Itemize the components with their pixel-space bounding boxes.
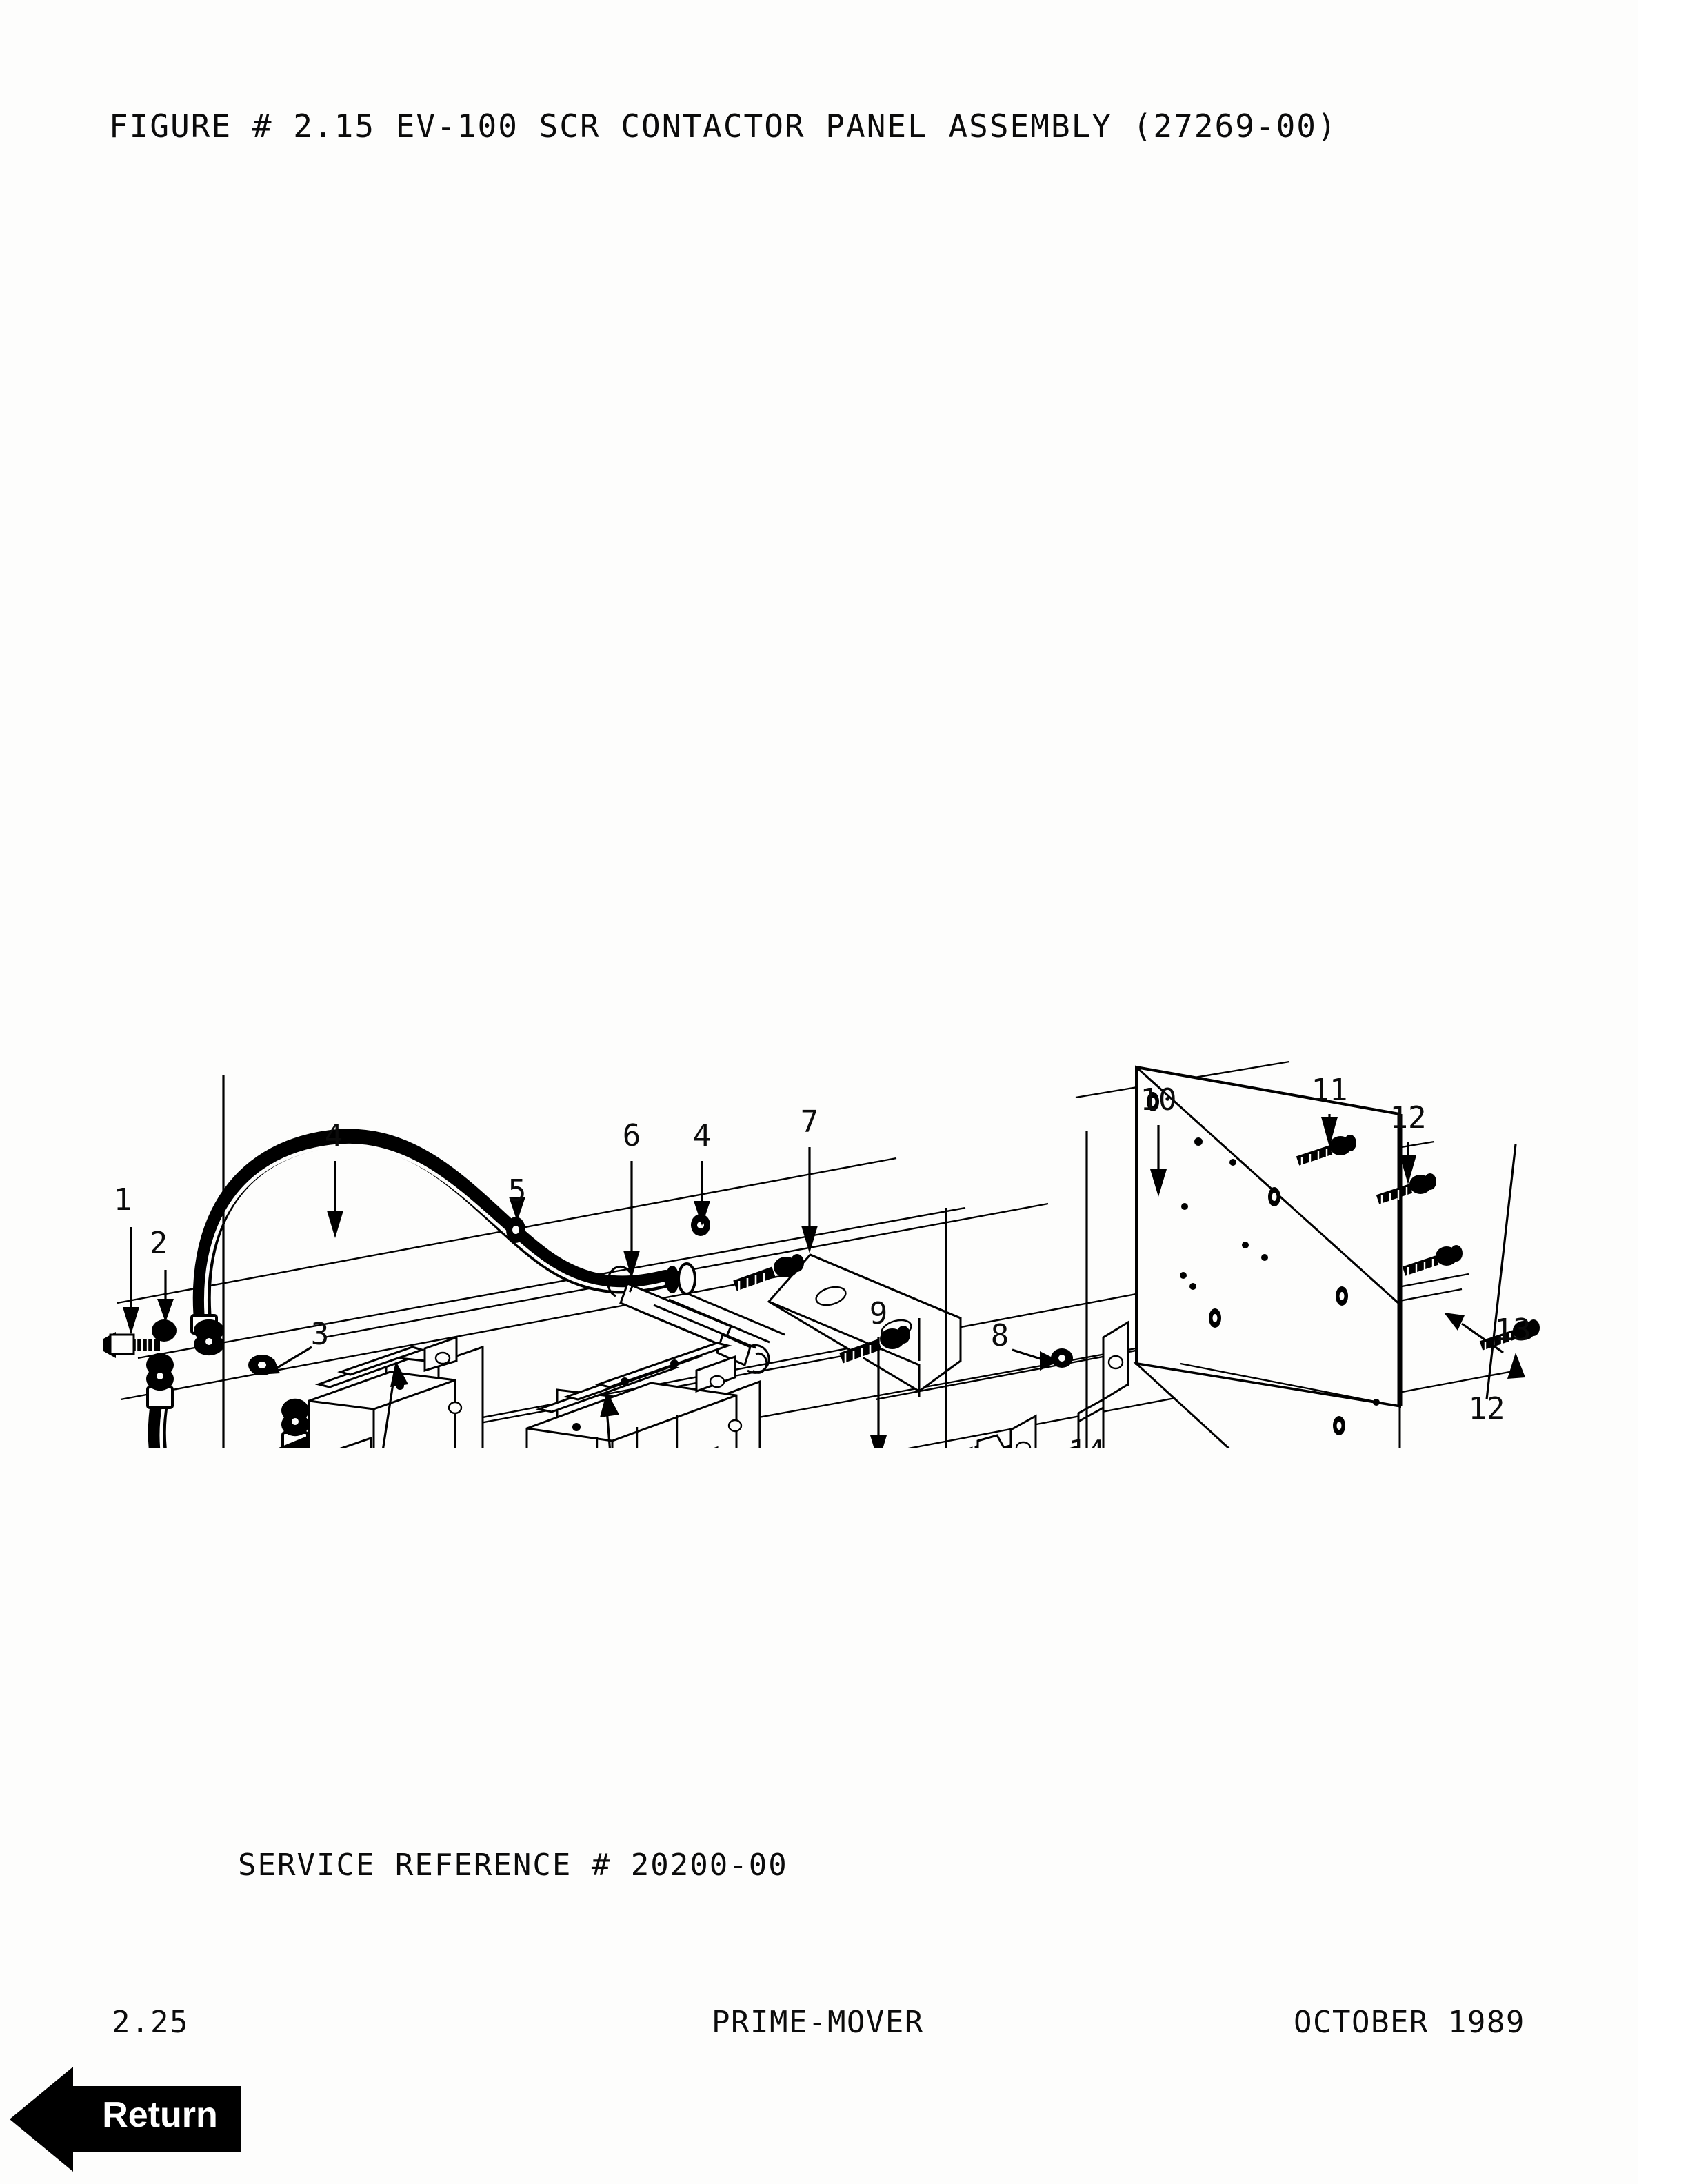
figure-title: FIGURE # 2.15 EV-100 SCR CONTACTOR PANEL… — [109, 108, 1338, 145]
footer-date: OCTOBER 1989 — [1294, 2005, 1525, 2040]
callout-leader-10 — [1150, 1125, 1167, 1197]
part-screw-12-top — [1376, 1173, 1436, 1205]
part-contactor-17 — [279, 1335, 484, 1448]
callout-number: 6 — [623, 1118, 641, 1153]
part-u-bracket-14 — [1009, 1320, 1129, 1448]
part-cable-bottom — [146, 1353, 310, 1448]
callout-leader-5 — [509, 1197, 525, 1222]
callout-leader-14 — [1085, 1131, 1088, 1448]
callout-leader-15 — [945, 1208, 947, 1448]
callout-leader-1-left — [123, 1227, 139, 1335]
left-arrow-icon — [10, 2067, 241, 2172]
part-nut-left — [152, 1320, 177, 1342]
part-screw-13 — [1402, 1245, 1463, 1277]
service-reference: SERVICE REFERENCE # 20200-00 — [238, 1848, 788, 1883]
callout-number: 5 — [508, 1173, 527, 1209]
callout-leader-6 — [623, 1161, 640, 1278]
paper-sheet — [0, 0, 1638, 2184]
callout-number: 7 — [801, 1104, 819, 1140]
callout-leader-2-left — [157, 1270, 174, 1322]
part-contactor-16 — [525, 1342, 761, 1448]
callout-leader-9 — [870, 1337, 887, 1448]
part-resistor-6 — [606, 1265, 785, 1374]
part-cable-top — [190, 1129, 696, 1356]
callout-number: 12 — [1390, 1100, 1427, 1135]
callout-leader-13 — [1444, 1313, 1504, 1354]
callout-number: 8 — [991, 1318, 1009, 1353]
part-bracket-bar-7 — [733, 1253, 962, 1397]
part-screw-8 — [1051, 1348, 1073, 1368]
callout-leader-16 — [600, 1391, 619, 1448]
callout-number: 2 — [150, 1226, 168, 1261]
part-cable-terminal-4 — [691, 1214, 710, 1236]
part-terminal-5 — [506, 1217, 525, 1243]
callout-leader-4-bottom — [222, 1075, 225, 1448]
return-button[interactable]: Return — [10, 2064, 250, 2176]
part-screw-11 — [1296, 1135, 1356, 1166]
callout-number: 1 — [114, 1182, 132, 1217]
callout-number: 11 — [1312, 1073, 1348, 1108]
callout-leader-17 — [382, 1361, 408, 1448]
part-mounting-panel-10 — [1133, 1065, 1403, 1448]
footer-page-number: 2.25 — [112, 2005, 189, 2040]
callout-number: 9 — [870, 1296, 888, 1331]
callout-leader-3-left — [259, 1346, 312, 1375]
callout-leader-4-right — [694, 1161, 710, 1226]
callout-number: 12 — [1469, 1391, 1505, 1426]
callout-leader-12-top — [1400, 1142, 1416, 1184]
callout-number: 10 — [1141, 1082, 1177, 1118]
callout-leader-7 — [801, 1147, 818, 1253]
callout-number: 14 — [1069, 1434, 1105, 1448]
footer-center-label: PRIME-MOVER — [712, 2005, 924, 2040]
callout-leader-12-bottom — [1485, 1144, 1525, 1400]
callout-number: 4 — [693, 1118, 712, 1153]
part-screw-12-bottom — [1479, 1320, 1540, 1351]
callout-leader-4-top — [327, 1161, 343, 1238]
callout-leader-8 — [1012, 1348, 1059, 1371]
callout-number: 13 — [1495, 1313, 1531, 1348]
callout-number: 4 — [325, 1118, 343, 1153]
exploded-parts-diagram: 1 2 3 4 4 4 5 6 7 8 9 10 11 12 12 13 14 … — [0, 607, 1688, 1448]
callout-number: 3 — [311, 1317, 330, 1352]
part-bolt-left — [103, 1332, 160, 1358]
diagram-svg: 1 2 3 4 4 4 5 6 7 8 9 10 11 12 12 13 14 … — [103, 1060, 1540, 1448]
callout-leader-11 — [1321, 1114, 1338, 1147]
